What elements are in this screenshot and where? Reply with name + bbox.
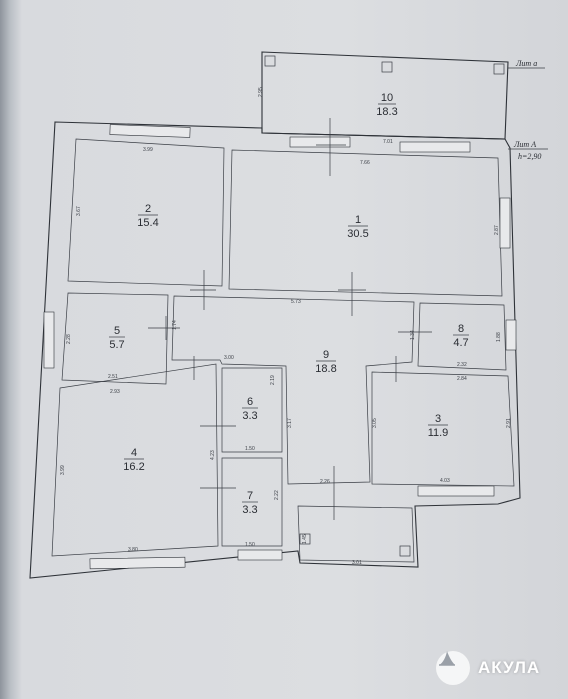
room-2-outline	[67, 138, 225, 287]
height-label: h=2,90	[518, 152, 541, 161]
room-area: 18.8	[315, 363, 336, 375]
window	[505, 319, 517, 351]
dimension: 3.17	[287, 418, 293, 428]
room-number: 10	[381, 92, 393, 104]
window	[417, 485, 495, 497]
room-area: 3.3	[242, 410, 257, 422]
room-area: 4.7	[453, 337, 468, 349]
dimension: 2.19	[270, 375, 276, 385]
lit-a-small-label: Лит а	[515, 59, 537, 68]
dimension: 3.80	[128, 547, 138, 553]
room-number: 5	[114, 325, 120, 337]
dimension: 1.50	[245, 446, 255, 452]
dimension: 1.45	[302, 534, 308, 544]
room-4-outline	[51, 363, 219, 557]
annex-post	[264, 55, 276, 67]
room-label-1: 1 30.5	[347, 214, 368, 240]
dimension: 5.73	[291, 299, 301, 305]
dimension: 2.26	[320, 479, 330, 485]
room-area: 30.5	[347, 228, 368, 240]
dimension: 7.01	[383, 139, 393, 145]
room-area: 11.9	[428, 427, 449, 439]
dimension: 2.95	[258, 87, 264, 97]
room-label-9: 9 18.8	[315, 349, 336, 375]
porch-outline	[297, 505, 415, 563]
window	[237, 549, 283, 561]
dimension: 4.23	[210, 450, 216, 460]
window	[399, 141, 471, 153]
room-number: 2	[145, 203, 151, 215]
dimension: 3.99	[143, 147, 153, 153]
room-area: 3.3	[242, 504, 257, 516]
room-7-outline	[221, 457, 283, 547]
room-3-outline	[371, 371, 515, 487]
room-area: 18.3	[376, 106, 397, 118]
dimension: 4.03	[440, 478, 450, 484]
dimension: 2.87	[494, 225, 500, 235]
dimension: 3.67	[76, 206, 82, 216]
room-9-outline	[171, 295, 415, 485]
watermark-logo: АКУЛА	[436, 648, 556, 688]
room-number: 8	[458, 323, 464, 335]
window	[109, 124, 191, 138]
porch-post	[299, 533, 311, 545]
dimension: 1.34	[410, 330, 416, 340]
room-number: 4	[131, 447, 137, 459]
window	[499, 197, 511, 249]
door-marks	[148, 118, 432, 520]
dimension: 2.91	[506, 418, 512, 428]
dimension: 2.32	[457, 362, 467, 368]
dimension: 3.00	[224, 355, 234, 361]
porch-post	[399, 545, 411, 557]
annex-post	[381, 61, 393, 73]
room-label-7: 7 3.3	[242, 490, 258, 516]
room-number: 3	[435, 413, 441, 425]
dimension: 3.99	[60, 465, 66, 475]
room-number: 9	[323, 349, 329, 361]
dimension: 2.51	[108, 374, 118, 380]
room-6-outline	[221, 367, 283, 453]
dimension: 7.66	[360, 160, 370, 166]
window	[289, 136, 351, 148]
shark-fin-icon	[436, 651, 470, 685]
room-8-outline	[417, 302, 507, 371]
dimension: 2.84	[457, 376, 467, 382]
dimension: 1.88	[496, 332, 502, 342]
room-number: 7	[247, 490, 253, 502]
room-label-2: 2 15.4	[137, 203, 158, 229]
outer-wall	[29, 121, 521, 579]
brand-label: АКУЛА	[478, 658, 541, 677]
dimension: 2.22	[274, 490, 280, 500]
room-label-4: 4 16.2	[123, 447, 144, 473]
room-number: 6	[247, 396, 253, 408]
room-label-10: 10 18.3	[376, 92, 397, 118]
dimension-labels: 2.95 7.01 3.99 3.67 7.66 2.87 5.73 2.28 …	[60, 87, 512, 566]
room-label-5: 5 5.7	[109, 325, 125, 351]
lit-a-big-label: Лит А	[513, 140, 536, 149]
room-number: 1	[355, 214, 361, 226]
dimension: 3.01	[352, 560, 362, 566]
room-area: 15.4	[137, 217, 158, 229]
annex-post	[493, 63, 505, 75]
room-1-outline	[228, 149, 503, 297]
room-label-8: 8 4.7	[453, 323, 469, 349]
dimension: 2.28	[66, 334, 72, 344]
room-label-3: 3 11.9	[428, 413, 449, 439]
room-area: 16.2	[123, 461, 144, 473]
dimension: 1.74	[172, 320, 178, 330]
window	[89, 556, 186, 570]
room-label-6: 6 3.3	[242, 396, 258, 422]
annex-wall	[261, 51, 509, 140]
dimension: 2.93	[110, 389, 120, 395]
room-area: 5.7	[109, 339, 124, 351]
dimension: 3.05	[372, 418, 378, 428]
window	[43, 311, 55, 369]
dimension: 1.50	[245, 542, 255, 548]
room-5-outline	[61, 292, 169, 385]
